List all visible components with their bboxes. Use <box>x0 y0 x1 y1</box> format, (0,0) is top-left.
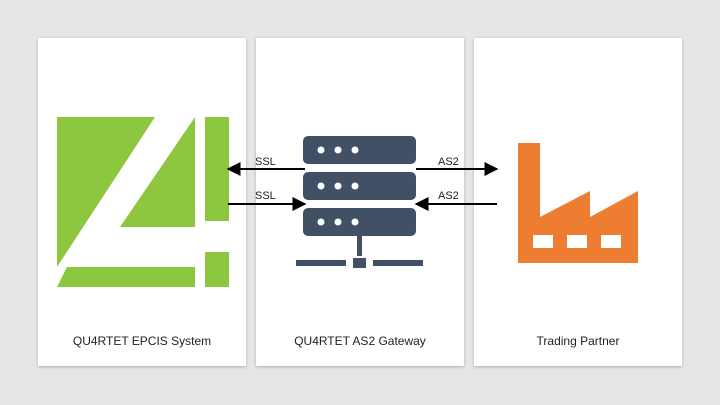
panel-as2-gateway: QU4RTET AS2 Gateway <box>256 38 464 366</box>
trading-partner-label: Trading Partner <box>536 334 620 348</box>
as2-gateway-label: QU4RTET AS2 Gateway <box>294 334 426 348</box>
server-stack-icon <box>296 136 423 268</box>
qu4rtet-logo-icon <box>57 117 229 287</box>
as2-label-top: AS2 <box>438 156 459 168</box>
epcis-system-label: QU4RTET EPCIS System <box>72 334 212 348</box>
as2-label-bottom: AS2 <box>438 190 459 202</box>
factory-icon <box>518 143 638 263</box>
ssl-label-bottom: SSL <box>255 190 276 202</box>
ssl-label-top: SSL <box>255 156 276 168</box>
